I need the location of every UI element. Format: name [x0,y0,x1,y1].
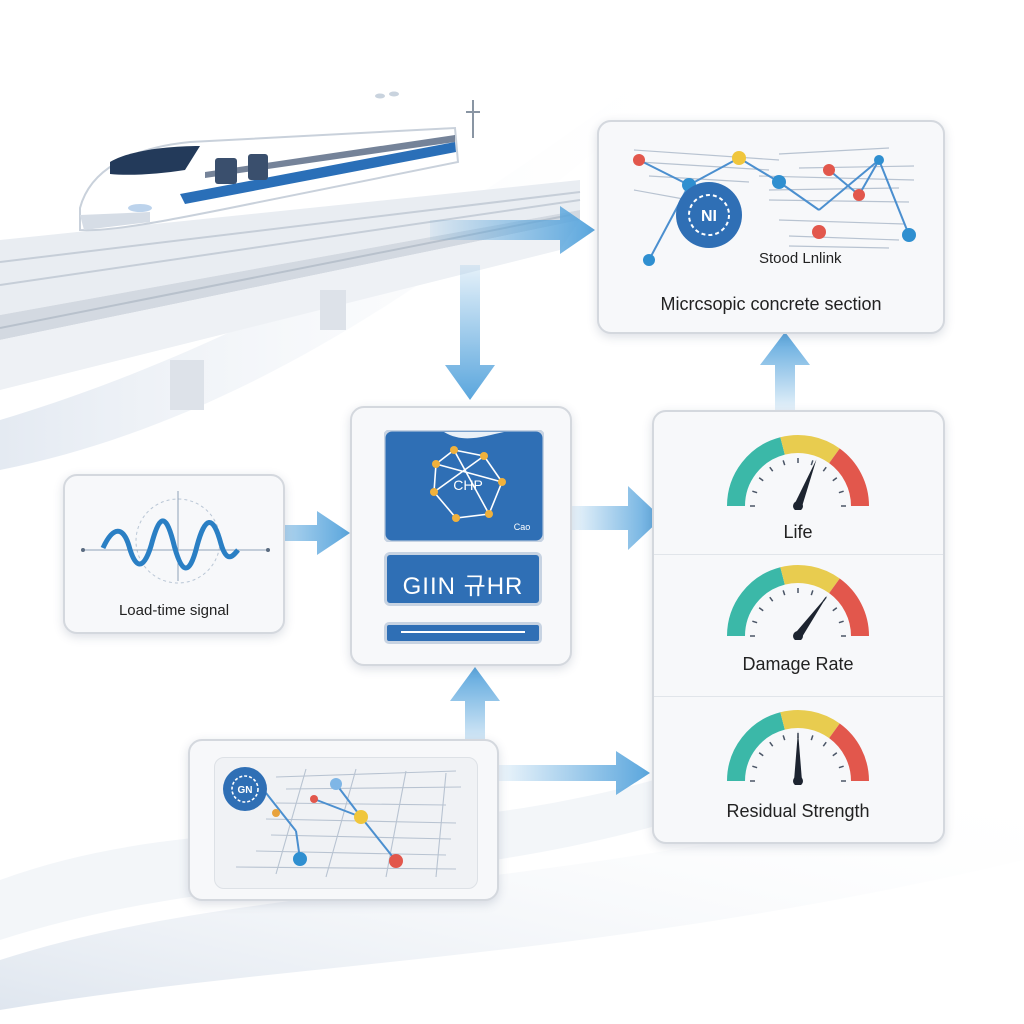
gauge-tick [838,490,844,494]
gauge-segment [780,565,840,594]
arrow-up-to-micro-section [760,332,810,410]
model-network-panel: CHP Cao [384,430,544,542]
gauge-tick [752,490,758,494]
load-signal-card: Load-time signal [63,474,285,634]
model-panel-text: GIIN 규HR [402,573,524,600]
gauge-needle [794,731,802,781]
gauge-tick [810,590,814,596]
gauge-tick [782,735,786,741]
gauge-tick [769,466,774,472]
model-name-panel: GIIN 규HR [384,552,542,606]
gauge-icon [727,710,869,785]
gauge-segment [828,578,869,637]
model-bar-panel [384,622,542,644]
gauge-tick [832,752,838,757]
micro-section-card: NI Stood Lnlink Micrcsopic concrete sect… [597,120,945,334]
gauge-damage-rate: Damage Rate [710,560,886,690]
sine-wave-icon [81,491,270,584]
train-icon [0,91,581,410]
graph-input-card: GN [188,739,499,901]
gauge-hub [793,501,803,510]
gauge-residual-strength: Residual Strength [710,705,886,835]
gauge-tick [810,460,814,466]
gauge-tick [810,735,814,741]
network-graph-icon: GN [223,767,462,878]
gauge-segment [727,567,786,637]
model-badge-text: CHP [453,477,483,493]
gauge-tick [752,765,758,769]
network-graph-icon: NI [633,147,916,266]
gauge-tick [782,590,786,596]
arrow-graph-to-gauges [498,751,650,795]
gauge-label: Life [783,522,813,542]
gauge-needle [794,459,817,508]
gauge-segment [780,710,840,739]
gauge-segment [828,723,869,782]
gauge-icon [727,565,869,640]
gauge-tick [782,460,786,466]
gauge-segment [780,435,840,464]
gauge-tick [758,752,764,757]
gauge-tick [758,477,764,482]
gauge-label: Damage Rate [742,654,854,674]
arrow-graph-up-to-model [450,667,500,745]
gauge-tick [838,765,844,769]
load-signal-label: Load-time signal [118,602,230,619]
gauge-icon [727,435,869,510]
gauge-tick [769,596,774,602]
gauge-tick [758,607,764,612]
gauge-tick [822,466,827,472]
gauge-label: Residual Strength [726,801,870,821]
arrow-signal-to-model [235,511,350,555]
gauge-tick [752,620,758,624]
gauge-hub [793,631,803,640]
gauge-hub [793,776,803,785]
model-card: CHP Cao GIIN 규HR [350,406,572,666]
gauge-tick [832,607,838,612]
graph-badge-text: GN [238,785,253,796]
gauge-tick [838,620,844,624]
gauge-life: Life [710,430,886,560]
micro-section-label: Micrcsopic concrete section [660,294,882,314]
model-tag-text: Cao [514,522,531,532]
arrow-down-to-model [445,265,495,400]
gauge-segment [727,437,786,507]
gauge-needle [794,595,828,639]
arrow-to-micro-section [430,206,595,254]
arrow-model-to-gauges [570,486,662,550]
gauge-tick [832,477,838,482]
gauge-tick [822,741,827,747]
micro-badge-text: NI [701,208,717,225]
micro-inner-label: Stood Lnlink [759,250,842,267]
gauge-segment [727,712,786,782]
gauge-tick [769,741,774,747]
gauge-segment [828,448,869,507]
